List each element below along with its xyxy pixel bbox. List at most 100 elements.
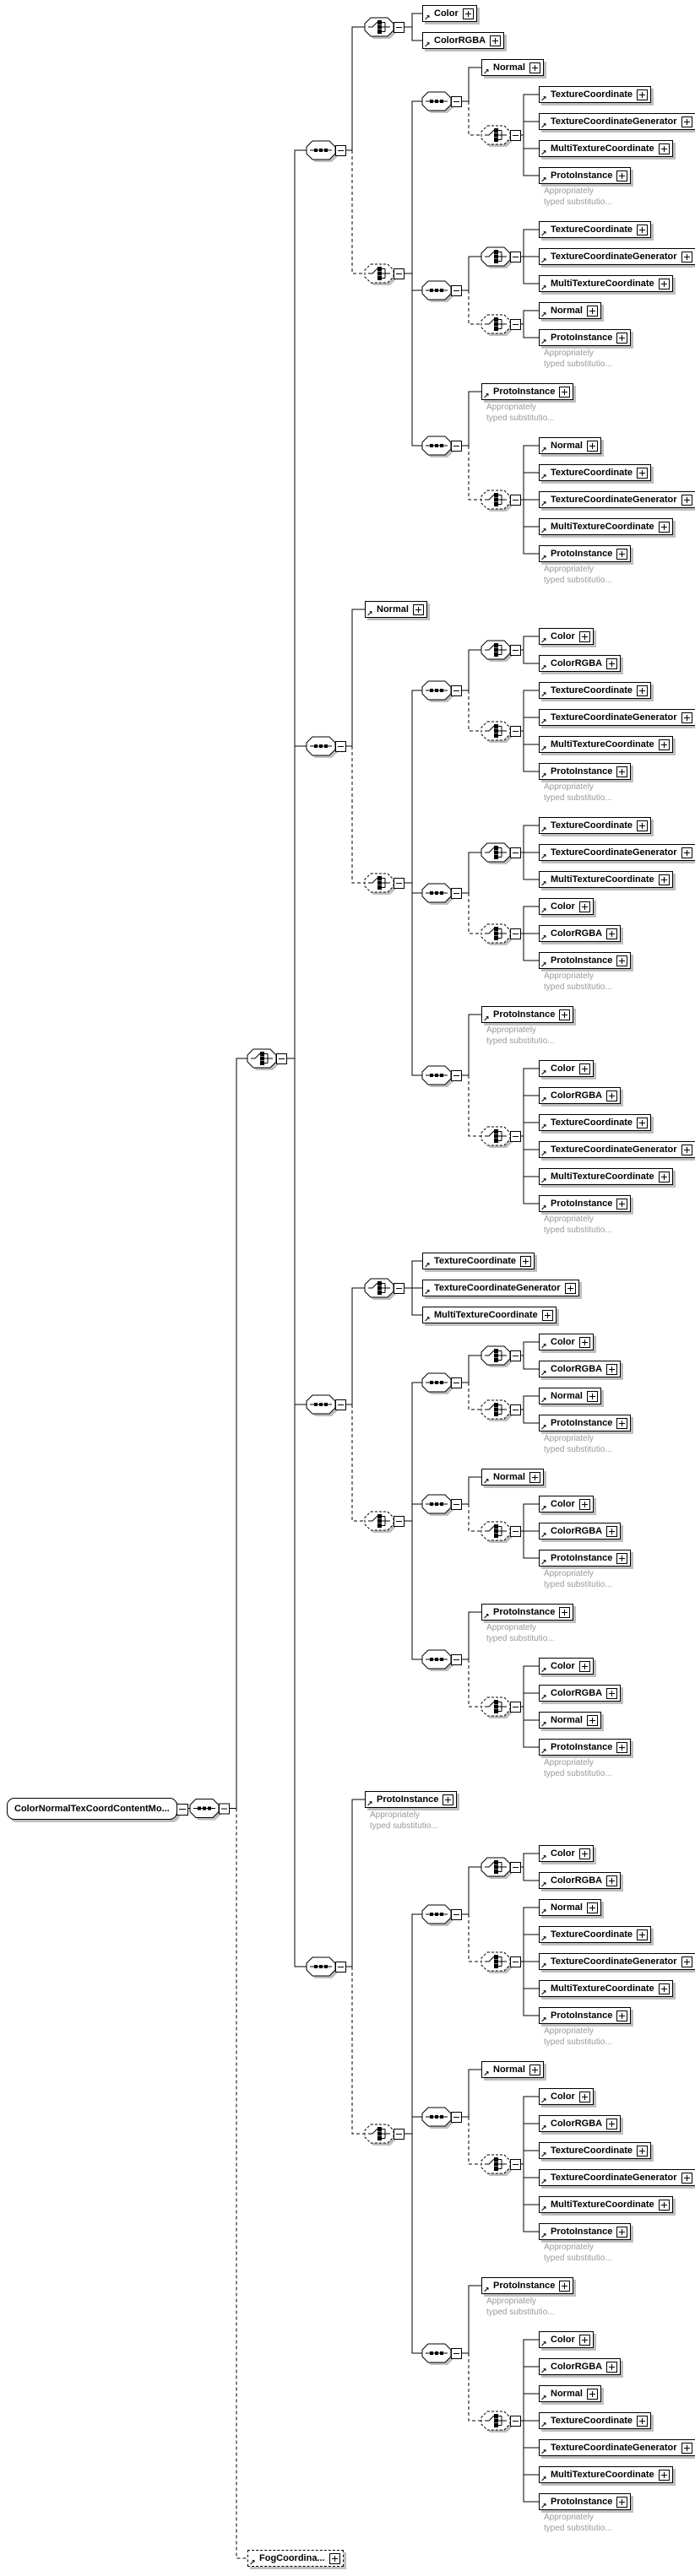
- element-node-protoinstance[interactable]: ↗ProtoInstance: [539, 329, 632, 347]
- sequence-node[interactable]: [421, 883, 462, 905]
- element-node-colorrgba[interactable]: ↗ColorRGBA: [539, 1087, 622, 1105]
- element-node-texturecoordinategenerator[interactable]: ↗TextureCoordinateGenerator: [539, 2439, 695, 2457]
- choice-node[interactable]: [481, 1126, 521, 1148]
- sequence-node[interactable]: [306, 1394, 346, 1416]
- element-node-color[interactable]: ↗Color: [539, 898, 594, 916]
- expand-icon[interactable]: [681, 847, 692, 858]
- element-node-protoinstance[interactable]: ↗ProtoInstance: [481, 2277, 574, 2295]
- choice-node[interactable]: [481, 1697, 521, 1718]
- expand-icon[interactable]: [578, 630, 590, 642]
- choice-node[interactable]: [481, 2154, 521, 2176]
- expand-icon[interactable]: [636, 1117, 648, 1128]
- choice-node[interactable]: [364, 873, 405, 895]
- element-node-protoinstance[interactable]: ↗ProtoInstance: [539, 1550, 632, 1567]
- expand-icon[interactable]: [578, 2334, 590, 2346]
- expand-icon[interactable]: [606, 1363, 618, 1375]
- element-node-texturecoordinategenerator[interactable]: ↗TextureCoordinateGenerator: [539, 113, 695, 131]
- element-node-color[interactable]: ↗Color: [539, 2088, 594, 2106]
- element-node-texturecoordinategenerator[interactable]: ↗TextureCoordinateGenerator: [539, 1141, 695, 1159]
- sequence-node[interactable]: [189, 1799, 230, 1821]
- expand-icon[interactable]: [559, 2280, 571, 2292]
- element-node-normal[interactable]: ↗Normal: [539, 1899, 601, 1917]
- element-node-color[interactable]: ↗Color: [539, 2331, 594, 2349]
- element-node-colorrgba[interactable]: ↗ColorRGBA: [539, 2358, 622, 2376]
- element-node-multitexturecoordinate[interactable]: ↗MultiTextureCoordinate: [539, 275, 673, 293]
- choice-node[interactable]: [364, 2124, 405, 2146]
- element-node-multitexturecoordinate[interactable]: ↗MultiTextureCoordinate: [539, 1980, 673, 1998]
- expand-icon[interactable]: [658, 521, 670, 533]
- expand-icon[interactable]: [681, 2442, 692, 2454]
- expand-icon[interactable]: [578, 1660, 590, 1672]
- expand-icon[interactable]: [616, 332, 628, 344]
- element-node-protoinstance[interactable]: ↗ProtoInstance: [539, 2007, 632, 2025]
- expand-icon[interactable]: [328, 2552, 340, 2564]
- element-node-colorrgba[interactable]: ↗ColorRGBA: [539, 1361, 622, 1378]
- expand-icon[interactable]: [658, 1171, 670, 1182]
- choice-node[interactable]: [481, 1951, 521, 1973]
- expand-icon[interactable]: [681, 2172, 692, 2184]
- expand-icon[interactable]: [490, 35, 502, 46]
- element-node-multitexturecoordinate[interactable]: ↗MultiTextureCoordinate: [422, 1307, 557, 1324]
- expand-icon[interactable]: [658, 143, 670, 154]
- element-node-normal[interactable]: ↗Normal: [481, 1469, 544, 1486]
- choice-node[interactable]: [481, 1345, 521, 1367]
- element-node-texturecoordinategenerator[interactable]: ↗TextureCoordinateGenerator: [539, 2169, 695, 2187]
- element-node-normal[interactable]: ↗Normal: [539, 437, 601, 455]
- expand-icon[interactable]: [616, 1741, 628, 1753]
- element-node-normal[interactable]: ↗Normal: [539, 1388, 601, 1405]
- collapse-icon[interactable]: [176, 1803, 188, 1816]
- expand-icon[interactable]: [681, 1144, 692, 1155]
- expand-icon[interactable]: [616, 2496, 628, 2508]
- element-node-colorrgba[interactable]: ↗ColorRGBA: [539, 655, 622, 673]
- element-node-colorrgba[interactable]: ↗ColorRGBA: [539, 1523, 622, 1540]
- element-node-texturecoordinate[interactable]: ↗TextureCoordinate: [539, 2142, 651, 2160]
- choice-node[interactable]: [481, 246, 521, 268]
- expand-icon[interactable]: [578, 1063, 590, 1074]
- expand-icon[interactable]: [606, 1687, 618, 1699]
- expand-icon[interactable]: [606, 2118, 618, 2130]
- element-node-texturecoordinate[interactable]: ↗TextureCoordinate: [422, 1253, 535, 1270]
- choice-node[interactable]: [481, 721, 521, 743]
- element-node-protoinstance[interactable]: ↗ProtoInstance: [539, 1739, 632, 1756]
- expand-icon[interactable]: [578, 1848, 590, 1859]
- element-node-colorrgba[interactable]: ↗ColorRGBA: [422, 32, 505, 50]
- expand-icon[interactable]: [578, 1498, 590, 1510]
- expand-icon[interactable]: [636, 89, 648, 100]
- expand-icon[interactable]: [529, 1471, 540, 1483]
- expand-icon[interactable]: [564, 1282, 576, 1294]
- expand-icon[interactable]: [586, 1902, 598, 1913]
- expand-icon[interactable]: [578, 901, 590, 912]
- expand-icon[interactable]: [636, 820, 648, 831]
- choice-node[interactable]: [481, 2411, 521, 2433]
- expand-icon[interactable]: [636, 2145, 648, 2157]
- sequence-node[interactable]: [306, 1956, 346, 1978]
- expand-icon[interactable]: [606, 928, 618, 939]
- expand-icon[interactable]: [519, 1255, 531, 1267]
- expand-icon[interactable]: [541, 1309, 553, 1321]
- expand-icon[interactable]: [606, 2361, 618, 2373]
- expand-icon[interactable]: [529, 62, 540, 73]
- expand-icon[interactable]: [616, 1552, 628, 1564]
- expand-icon[interactable]: [606, 1090, 618, 1101]
- element-node-color[interactable]: ↗Color: [539, 1658, 594, 1675]
- element-node-color[interactable]: ↗Color: [539, 1334, 594, 1351]
- element-node-normal[interactable]: ↗Normal: [539, 302, 601, 320]
- element-node-texturecoordinate[interactable]: ↗TextureCoordinate: [539, 2412, 651, 2430]
- element-node-texturecoordinate[interactable]: ↗TextureCoordinate: [539, 464, 651, 482]
- root-element-node[interactable]: ColorNormalTexCoordContentMo...: [7, 1797, 188, 1820]
- expand-icon[interactable]: [658, 739, 670, 750]
- choice-node[interactable]: [481, 640, 521, 662]
- choice-node[interactable]: [481, 842, 521, 864]
- expand-icon[interactable]: [412, 603, 424, 615]
- choice-node[interactable]: [364, 263, 405, 285]
- expand-icon[interactable]: [681, 1956, 692, 1967]
- expand-icon[interactable]: [636, 224, 648, 235]
- choice-node[interactable]: [481, 314, 521, 336]
- expand-icon[interactable]: [586, 440, 598, 452]
- element-node-multitexturecoordinate[interactable]: ↗MultiTextureCoordinate: [539, 518, 673, 536]
- choice-node[interactable]: [247, 1048, 287, 1070]
- element-node-texturecoordinategenerator[interactable]: ↗TextureCoordinateGenerator: [539, 709, 695, 727]
- expand-icon[interactable]: [636, 685, 648, 696]
- sequence-node[interactable]: [421, 91, 462, 113]
- element-node-texturecoordinategenerator[interactable]: ↗TextureCoordinateGenerator: [422, 1280, 579, 1297]
